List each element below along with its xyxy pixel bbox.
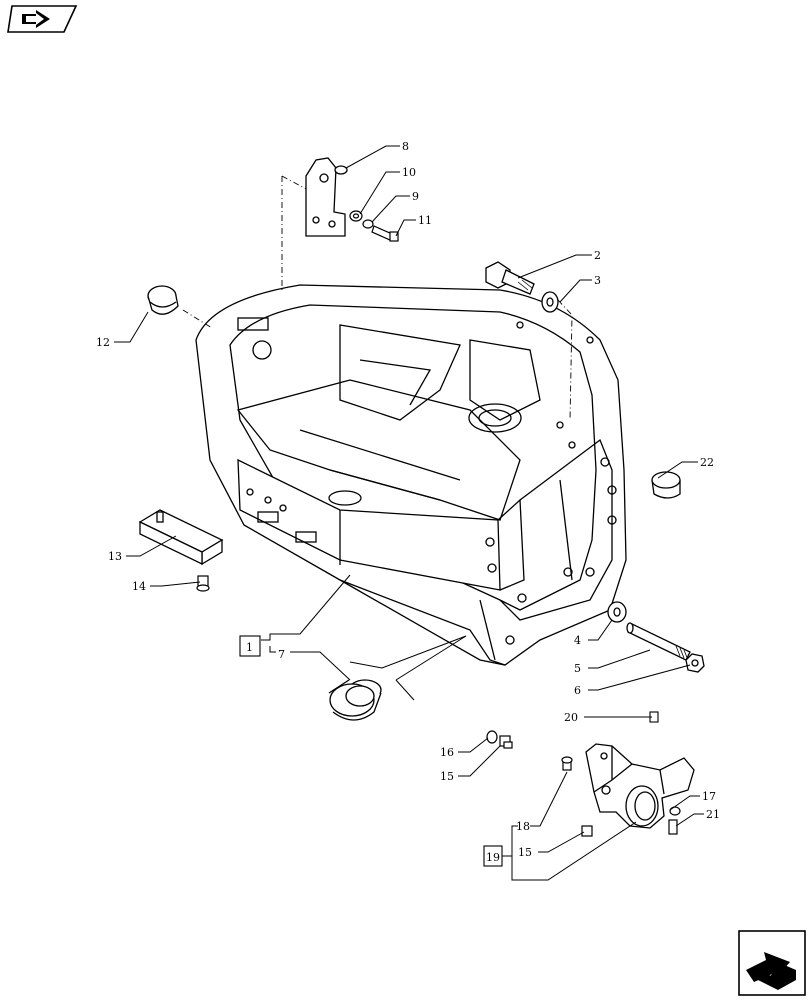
grease-fitting-20 — [649, 711, 659, 723]
block-13 — [138, 509, 224, 566]
group-1-box — [239, 635, 261, 657]
bushing-7 — [328, 679, 382, 721]
callout-4: 4 — [574, 634, 581, 647]
group-labels: 1 7 19 — [239, 635, 503, 867]
cap-22 — [651, 471, 681, 499]
bolt-11 — [371, 225, 399, 242]
housing-19 — [585, 743, 695, 829]
callout-21: 21 — [706, 808, 720, 821]
screw-14 — [196, 575, 210, 592]
fitting-18 — [561, 756, 573, 771]
screw-21 — [668, 819, 678, 835]
callout-11: 11 — [418, 214, 432, 227]
leader-lines — [114, 145, 704, 881]
callout-3: 3 — [594, 274, 601, 287]
ring-16 — [486, 730, 498, 744]
callout-17: 17 — [702, 790, 716, 803]
callout-12: 12 — [96, 336, 110, 349]
group-label-1: 1 — [246, 641, 253, 654]
next-page-button[interactable] — [738, 930, 806, 996]
callout-18: 18 — [516, 820, 530, 833]
callout-22: 22 — [700, 456, 714, 469]
pin-5 — [626, 622, 691, 661]
plug-12 — [147, 285, 179, 315]
callout-6: 6 — [574, 684, 581, 697]
callout-2: 2 — [594, 249, 601, 262]
group-label-7: 7 — [278, 648, 285, 661]
fitting-15 — [499, 735, 513, 749]
explosion-lines — [182, 175, 573, 421]
callout-16: 16 — [440, 746, 454, 759]
callout-10: 10 — [402, 166, 416, 179]
callout-14: 14 — [132, 580, 146, 593]
part-8-bracket — [305, 157, 348, 237]
callout-labels: 8 10 9 11 2 3 12 22 13 14 4 5 6 20 16 15… — [96, 140, 720, 859]
callout-5: 5 — [574, 662, 581, 675]
prev-page-button[interactable] — [6, 4, 78, 34]
front-support-frame — [195, 284, 627, 666]
bolt-2 — [485, 261, 535, 295]
callout-13: 13 — [108, 550, 122, 563]
nut-6 — [685, 653, 705, 673]
washer-3 — [541, 291, 559, 313]
prev-page-arrow-icon — [7, 5, 78, 33]
group-19-box — [483, 845, 503, 867]
washer-10 — [349, 210, 363, 222]
washer-9 — [362, 219, 374, 229]
callout-20: 20 — [564, 711, 578, 724]
group-label-19: 19 — [486, 851, 500, 864]
callout-15b: 15 — [518, 846, 532, 859]
washer-4 — [607, 601, 627, 623]
fitting-15b — [581, 825, 593, 837]
callout-9: 9 — [412, 190, 419, 203]
callout-8: 8 — [402, 140, 409, 153]
callout-15: 15 — [440, 770, 454, 783]
next-page-arrow-icon — [738, 930, 806, 996]
washer-17 — [669, 806, 681, 816]
